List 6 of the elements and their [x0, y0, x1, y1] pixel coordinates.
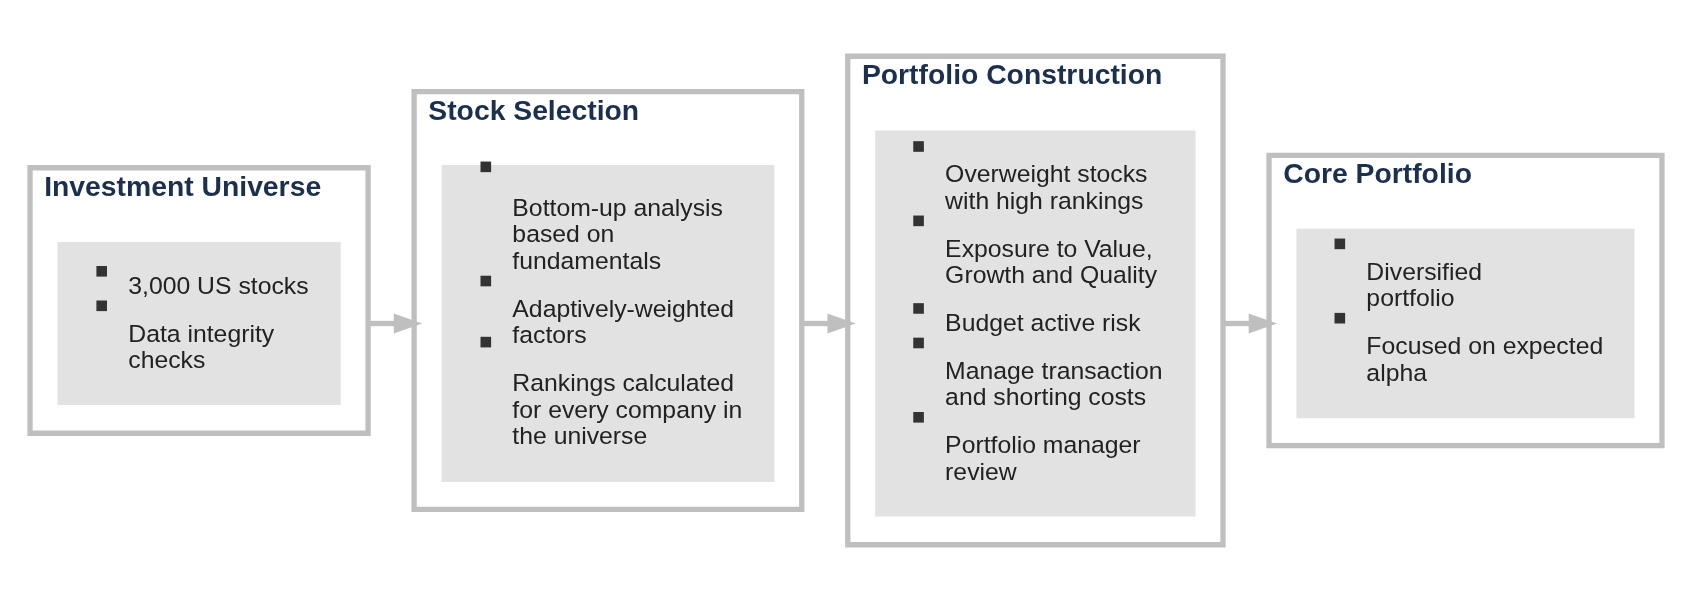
arrow	[368, 313, 423, 333]
node-box: Overweight stocks with high rankings Exposure to Value, Growth and Quality Budget active risk Manage transaction and shorting costs Portfolio manager review	[875, 130, 1196, 516]
node-box: 3,000 US stocks Data integrity checks	[57, 241, 341, 405]
arrow	[801, 313, 856, 333]
arrow	[1223, 313, 1278, 333]
node-box: Diversified portfolio Focused on expected alpha	[1296, 228, 1635, 418]
